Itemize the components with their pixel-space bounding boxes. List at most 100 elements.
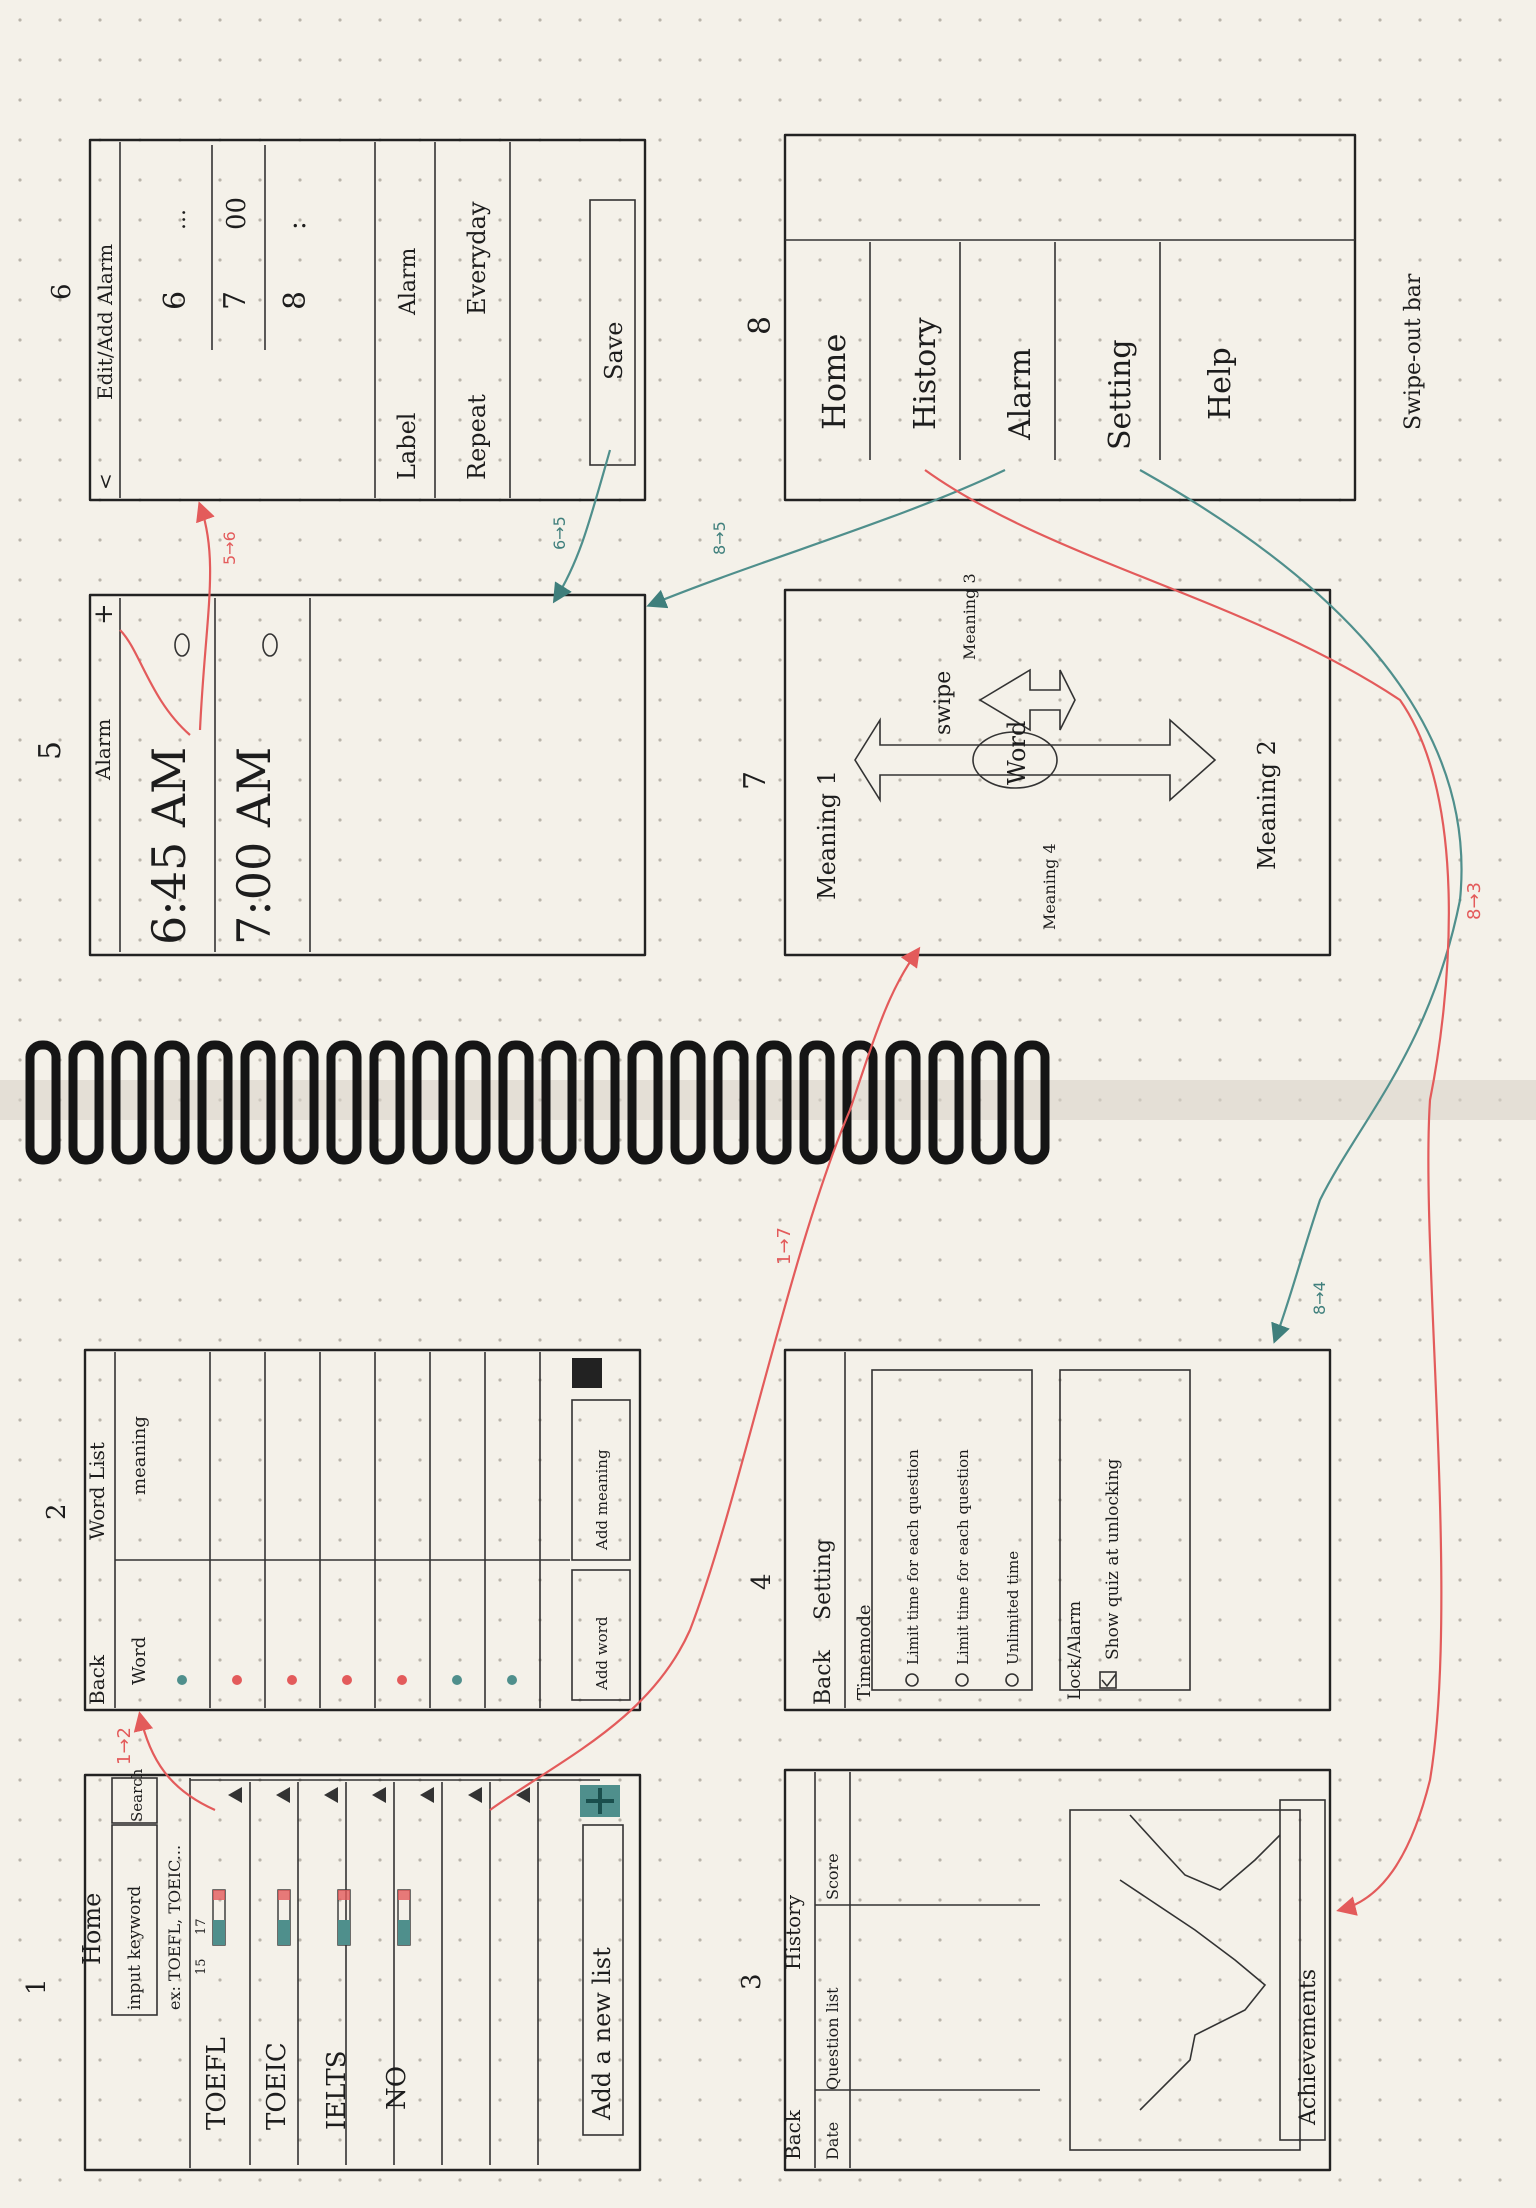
screen-number: 4 <box>747 1573 777 1590</box>
add-word-label: Add word <box>593 1616 611 1691</box>
screen-number: 6 <box>47 283 77 300</box>
coil-ring <box>670 1040 706 1165</box>
coil-ring <box>283 1040 319 1165</box>
meaning-4: Meaning 4 <box>1040 843 1059 930</box>
flow-arrow-8-4 <box>1139 469 1463 1344</box>
screen-frame <box>83 1348 642 1712</box>
score-line-chart <box>1129 1814 1281 1891</box>
radio-opt2[interactable] <box>955 1673 969 1687</box>
add-icon[interactable] <box>572 1358 602 1388</box>
repeat-field-value[interactable]: Everyday <box>463 201 491 315</box>
triangle-icon[interactable] <box>516 1787 530 1803</box>
menu-item-home[interactable]: Home <box>815 334 853 430</box>
toggle-icon[interactable] <box>174 633 278 657</box>
back-chevron-icon[interactable]: < <box>93 473 117 490</box>
alarm-time-2[interactable]: 7:00 AM <box>227 747 281 945</box>
col-meaning-header: meaning <box>129 1416 150 1495</box>
meaning-1: Meaning 1 <box>813 770 841 900</box>
checkmark-icon <box>1101 1673 1117 1688</box>
search-button[interactable] <box>111 1777 158 1824</box>
coil-ring <box>928 1040 964 1165</box>
minute-option-1[interactable]: ... <box>166 209 191 230</box>
minute-option-2[interactable]: 00 <box>222 197 252 230</box>
screen-1-home: 1 Home input keyword ex: TOEFL, TOEIC...… <box>22 1768 642 2172</box>
coil-ring <box>756 1040 792 1165</box>
list-item-ielts[interactable]: IELTS <box>322 2050 352 2130</box>
progress-value-a: 15 <box>194 1958 209 1975</box>
flow-arrow-1-7 <box>489 946 921 1811</box>
add-list-button[interactable] <box>582 1824 624 2136</box>
hour-option-8[interactable]: 8 <box>278 291 313 310</box>
save-button[interactable] <box>589 199 636 466</box>
meaning-2: Meaning 2 <box>1253 740 1281 870</box>
progress-fill <box>398 1920 410 1945</box>
label-field-value[interactable]: Alarm <box>396 247 421 316</box>
menu-item-alarm[interactable]: Alarm <box>1003 348 1038 441</box>
progress-value-b: 17 <box>194 1918 209 1935</box>
screen-frame <box>83 1773 642 2172</box>
progress-fill <box>338 1920 350 1945</box>
search-button-label: Search <box>128 1768 146 1822</box>
triangle-icon[interactable] <box>468 1787 482 1803</box>
coil-ring <box>455 1040 491 1165</box>
list-item-toeic[interactable]: TOEIC <box>262 2042 292 2130</box>
screen-number: 7 <box>738 771 773 790</box>
list-rows <box>212 1782 539 2165</box>
screen-2-word-list: 2 Back Word List Word meaning Add word A… <box>42 1348 642 1712</box>
flow-arrow-8-3 <box>924 469 1450 1916</box>
achievements-button[interactable] <box>1279 1799 1326 2141</box>
timemode-option-3[interactable]: Unlimited time <box>1004 1551 1022 1665</box>
status-dot <box>287 1675 297 1685</box>
list-item-no[interactable]: NO <box>382 2066 412 2110</box>
hour-option-6[interactable]: 6 <box>158 291 193 310</box>
triangle-icon[interactable] <box>276 1787 290 1803</box>
score-chart-box <box>1069 1809 1301 2151</box>
radio-opt1[interactable] <box>905 1673 919 1687</box>
plus-icon[interactable] <box>580 1785 620 1817</box>
menu-item-help[interactable]: Help <box>1203 347 1238 420</box>
menu-item-setting[interactable]: Setting <box>1103 339 1138 450</box>
label-field-name: Label <box>393 413 421 481</box>
add-list-label: Add a new list <box>588 1947 616 2121</box>
triangle-icon[interactable] <box>372 1787 386 1803</box>
screen-5-alarm: 5 Alarm + 6:45 AM 7:00 AM <box>33 593 647 957</box>
screen-number: 3 <box>737 1973 767 1990</box>
list-item-toefl[interactable]: TOEFL <box>202 2037 232 2130</box>
alarm-time-1[interactable]: 6:45 AM <box>142 747 196 945</box>
add-alarm-button[interactable]: + <box>89 603 119 625</box>
coil-ring <box>971 1040 1007 1165</box>
swipe-arrow-vertical <box>854 717 1217 803</box>
word-list-title: Word List <box>85 1442 109 1540</box>
timemode-option-1[interactable]: Limit time for each question <box>904 1449 922 1665</box>
save-label: Save <box>600 321 628 380</box>
lock-option-label[interactable]: Show quiz at unlocking <box>1103 1458 1123 1660</box>
minute-option-3[interactable]: : <box>282 221 312 230</box>
page-fold <box>0 1080 1536 1120</box>
word-label: Word <box>1003 721 1031 785</box>
back-link[interactable]: Back <box>781 2109 805 2160</box>
triangle-icon[interactable] <box>324 1787 338 1803</box>
lock-checkbox[interactable] <box>1099 1671 1117 1689</box>
menu-item-history[interactable]: History <box>908 317 943 430</box>
search-input[interactable] <box>111 1824 158 2016</box>
triangle-icon[interactable] <box>420 1787 434 1803</box>
status-dot <box>232 1675 242 1685</box>
timemode-option-2[interactable]: Limit time for each question <box>954 1449 972 1665</box>
coil-ring <box>541 1040 577 1165</box>
edit-alarm-title: Edit/Add Alarm <box>93 244 117 400</box>
radio-opt3[interactable] <box>1005 1673 1019 1687</box>
back-link[interactable]: Back <box>811 1649 836 1705</box>
triangle-icon[interactable] <box>228 1787 242 1803</box>
swipe-hint: swipe <box>931 671 956 735</box>
coil-ring <box>326 1040 362 1165</box>
col-question-header: Question list <box>823 1987 842 2090</box>
col-score-header: Score <box>823 1853 842 1900</box>
back-link[interactable]: Back <box>85 1654 109 1705</box>
add-meaning-button[interactable] <box>571 1399 631 1561</box>
flow-arrow-6-5 <box>552 449 612 604</box>
screen-number: 1 <box>22 1978 52 1995</box>
screen-3-history: 3 Back History Date Question list Score … <box>737 1768 1332 2172</box>
add-word-button[interactable] <box>571 1569 631 1701</box>
hour-option-7[interactable]: 7 <box>218 291 253 310</box>
